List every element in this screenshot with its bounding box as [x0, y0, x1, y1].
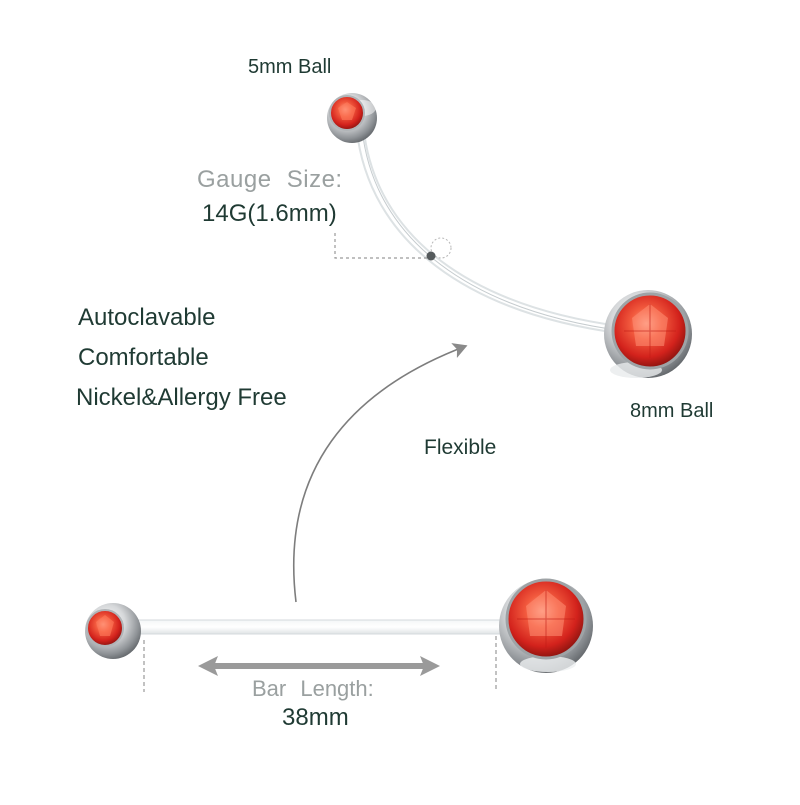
gauge-size-value: 14G(1.6mm)	[202, 200, 337, 227]
feature-nickel-allergy-free: Nickel&Allergy Free	[76, 384, 287, 411]
large-ball-top	[604, 290, 692, 378]
small-ball-label: 5mm Ball	[248, 56, 332, 78]
small-ball-bottom	[85, 603, 141, 659]
large-ball-bottom	[499, 578, 593, 673]
large-ball-label: 8mm Ball	[630, 400, 714, 422]
gauge-indicator	[334, 233, 452, 261]
curved-barbell	[327, 93, 692, 378]
bar-length-title: Bar Length:	[252, 676, 374, 701]
feature-list: Autoclavable Comfortable Nickel&Allergy …	[76, 298, 287, 418]
left-arrowhead	[198, 656, 218, 676]
feature-comfortable: Comfortable	[78, 344, 209, 371]
straight-bar	[125, 619, 517, 635]
flexible-label: Flexible	[424, 436, 497, 459]
right-arrowhead	[420, 656, 440, 676]
gauge-size-title: Gauge Size:	[197, 166, 343, 193]
small-ball-top	[327, 93, 377, 143]
flex-arrow	[292, 343, 468, 603]
bar-length-dimension	[143, 636, 497, 692]
straight-barbell	[85, 578, 593, 692]
feature-autoclavable: Autoclavable	[78, 304, 216, 331]
bar-length-value: 38mm	[282, 704, 349, 731]
